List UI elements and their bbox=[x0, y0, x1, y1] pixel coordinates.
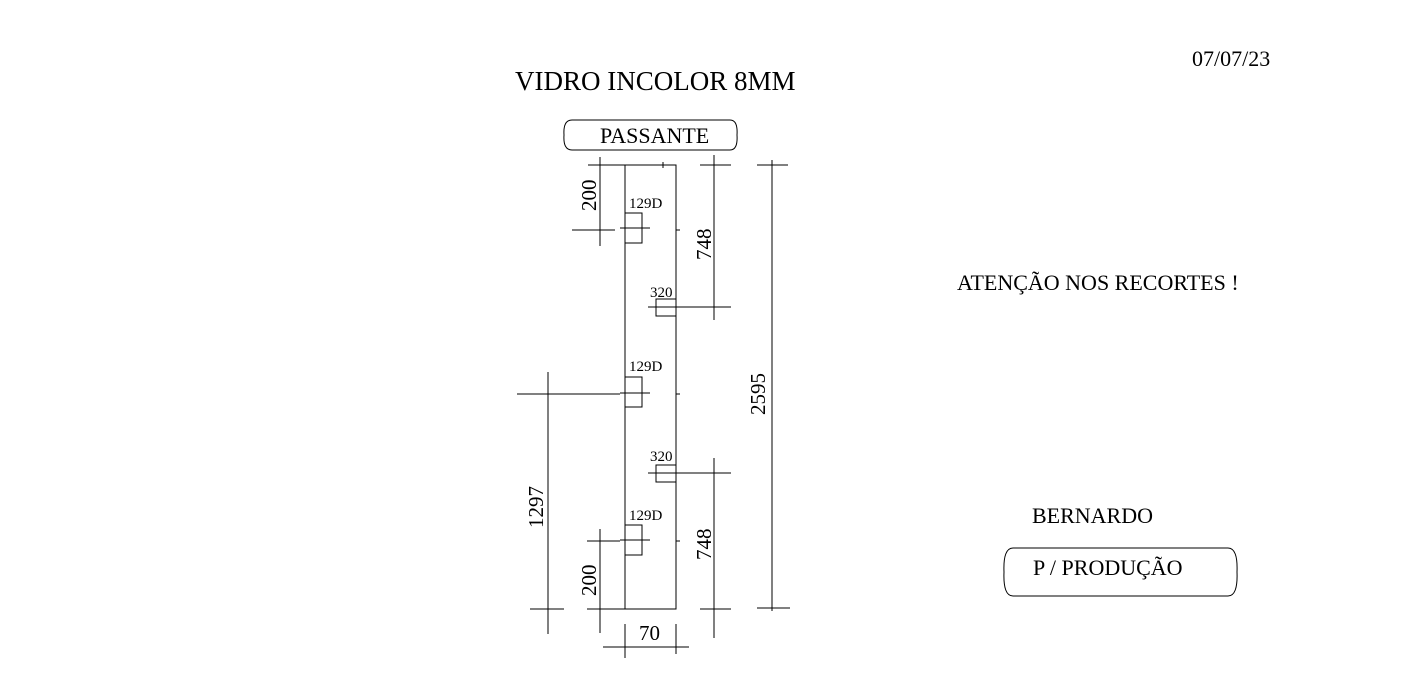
dimension-middle-height-label: 1297 bbox=[524, 486, 548, 528]
glass-panel bbox=[624, 164, 677, 610]
cutout-bottom: 129D bbox=[620, 508, 663, 556]
cutout-middle: 129D bbox=[620, 359, 663, 408]
dimension-top-offset: 200 bbox=[572, 157, 625, 246]
production-tag: P / PRODUÇÃO bbox=[1003, 547, 1238, 597]
cutout-top: 129D bbox=[620, 196, 663, 244]
author-name: BERNARDO bbox=[1032, 503, 1153, 528]
dimension-bottom-offset-label: 200 bbox=[577, 565, 601, 597]
passante-tag: PASSANTE bbox=[563, 119, 738, 151]
dimension-bottom-offset: 200 bbox=[577, 529, 625, 633]
dimension-upper-span: 748 bbox=[680, 155, 731, 320]
dimension-lower-span: 748 bbox=[680, 458, 731, 638]
page-title: VIDRO INCOLOR 8MM bbox=[515, 66, 796, 96]
dimension-width: 70 bbox=[603, 621, 689, 658]
cutout-lower-mid: 320 bbox=[648, 449, 680, 483]
panel-edge-ticks bbox=[662, 162, 680, 542]
cutout-lower-mid-label: 320 bbox=[650, 449, 673, 465]
dimension-total-height: 2595 bbox=[746, 160, 790, 611]
cutout-top-label: 129D bbox=[629, 196, 663, 212]
warning-note: ATENÇÃO NOS RECORTES ! bbox=[957, 270, 1239, 295]
cutout-middle-label: 129D bbox=[629, 359, 663, 375]
dimension-top-offset-label: 200 bbox=[577, 180, 601, 212]
dimension-lower-span-label: 748 bbox=[692, 529, 716, 561]
production-label: P / PRODUÇÃO bbox=[1033, 555, 1183, 580]
cutout-bottom-label: 129D bbox=[629, 508, 663, 524]
cutout-upper-mid: 320 bbox=[648, 285, 680, 317]
cutout-upper-mid-label: 320 bbox=[650, 285, 673, 301]
dimension-width-label: 70 bbox=[639, 621, 660, 645]
passante-label: PASSANTE bbox=[600, 123, 709, 148]
dimension-upper-span-label: 748 bbox=[692, 229, 716, 261]
date-label: 07/07/23 bbox=[1192, 46, 1270, 71]
dimension-total-height-label: 2595 bbox=[746, 373, 770, 415]
dimension-middle-height: 1297 bbox=[517, 372, 620, 634]
